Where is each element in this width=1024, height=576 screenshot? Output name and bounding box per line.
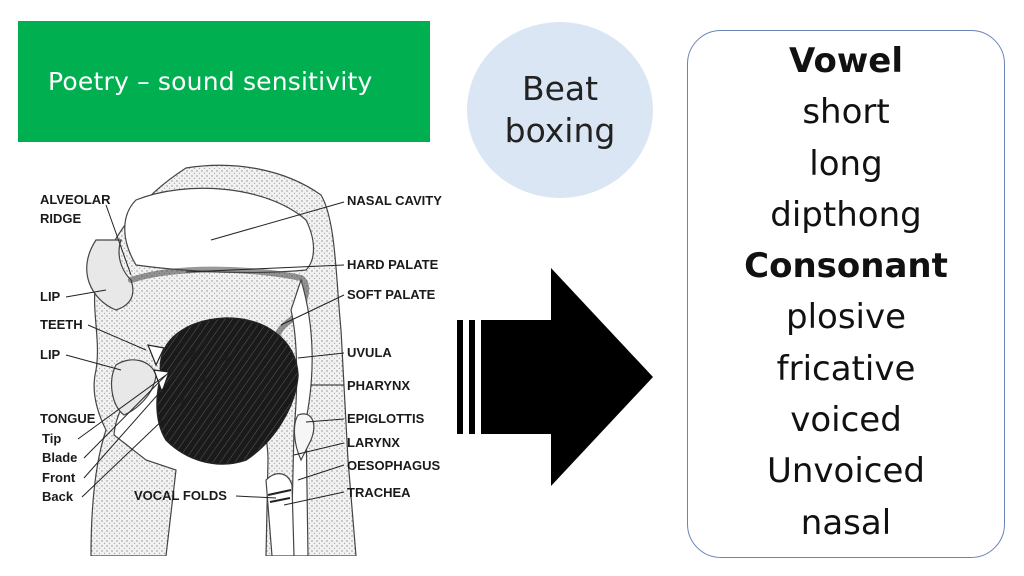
nasal-cavity-shape [124, 187, 315, 274]
label-teeth: TEETH [40, 317, 83, 332]
label-larynx: LARYNX [347, 435, 400, 450]
label-lip-bottom: LIP [40, 347, 61, 362]
tongue-shape [156, 317, 299, 465]
title-box: Poetry – sound sensitivity [18, 21, 430, 142]
category-item: short [802, 92, 890, 133]
striped-arrow-icon [457, 268, 653, 486]
label-soft-palate: SOFT PALATE [347, 287, 436, 302]
label-hard-palate: HARD PALATE [347, 257, 439, 272]
category-item: Unvoiced [767, 451, 925, 492]
category-item: long [809, 143, 883, 184]
lower-lip-shape [110, 359, 157, 416]
label-lip-top: LIP [40, 289, 61, 304]
label-blade: Blade [42, 450, 77, 465]
category-item: dipthong [770, 194, 922, 235]
bubble-line-2: boxing [504, 111, 616, 150]
label-epiglottis: EPIGLOTTIS [347, 411, 425, 426]
category-heading: Consonant [744, 246, 948, 287]
category-heading: Vowel [789, 41, 903, 81]
bubble-line-1: Beat [521, 69, 599, 108]
label-pharynx: PHARYNX [347, 378, 410, 393]
slide-title: Poetry – sound sensitivity [48, 67, 373, 96]
epiglottis-shape [293, 413, 315, 462]
label-tongue: TONGUE [40, 411, 96, 426]
label-vocal-folds: VOCAL FOLDS [134, 488, 227, 503]
label-ridge: RIDGE [40, 211, 82, 226]
label-oesophagus: OESOPHAGUS [347, 458, 441, 473]
palate-shape [128, 266, 310, 353]
label-alveolar: ALVEOLAR [40, 192, 111, 207]
category-item: plosive [785, 297, 907, 338]
label-tip: Tip [42, 431, 61, 446]
upper-lip-shape [86, 239, 134, 311]
label-trachea: TRACHEA [347, 485, 411, 500]
category-item: fricative [776, 348, 916, 389]
beat-boxing-bubble: Beat boxing [467, 22, 653, 198]
label-back: Back [42, 489, 74, 504]
category-item: nasal [800, 502, 892, 543]
vocal-tract-diagram: ALVEOLAR RIDGE LIP TEETH LIP TONGUE Tip … [40, 164, 442, 556]
label-uvula: UVULA [347, 345, 392, 360]
vocal-folds-shape [267, 489, 292, 503]
label-front: Front [42, 470, 76, 485]
category-item: voiced [790, 400, 902, 441]
label-nasal-cavity: NASAL CAVITY [347, 193, 442, 208]
pointer-lines [65, 201, 345, 506]
